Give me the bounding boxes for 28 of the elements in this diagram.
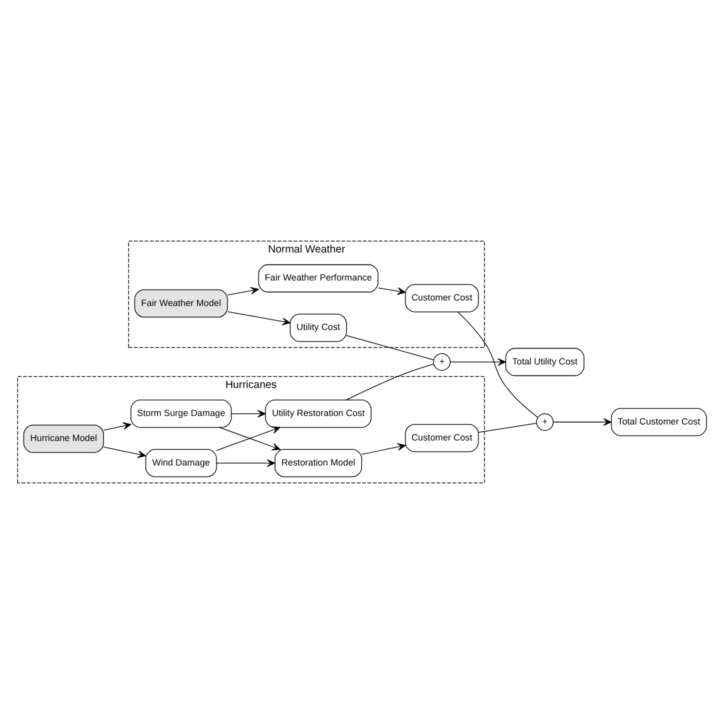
node-box: Hurricane Model xyxy=(23,424,104,452)
node-box: Customer Cost xyxy=(405,284,479,312)
arrow xyxy=(361,442,406,454)
node-circle: + xyxy=(433,352,451,370)
arrow xyxy=(378,286,406,294)
arrow xyxy=(103,446,146,458)
node-box: Utility Restoration Cost xyxy=(265,399,372,428)
arrow xyxy=(216,458,276,466)
node-box: Customer Cost xyxy=(405,423,479,452)
node-box: Wind Damage xyxy=(145,448,217,477)
arrow xyxy=(227,310,290,325)
connector xyxy=(346,334,434,360)
connector xyxy=(346,363,434,400)
arrow xyxy=(231,409,266,417)
node-box: Utility Cost xyxy=(290,313,347,342)
node-box: Fair Weather Model xyxy=(134,288,228,318)
arrow xyxy=(553,418,612,426)
node-box: Storm Surge Damage xyxy=(130,399,232,428)
node-box: Total Utility Cost xyxy=(505,347,584,376)
node-box: Total Customer Cost xyxy=(611,408,707,436)
arrow xyxy=(227,286,259,295)
node-box: Restoration Model xyxy=(274,448,362,477)
arrow xyxy=(103,422,132,430)
node-circle: + xyxy=(536,412,554,430)
arrow xyxy=(450,358,506,366)
connector xyxy=(457,310,538,418)
connector xyxy=(478,422,537,432)
node-box: Fair Weather Performance xyxy=(258,264,378,292)
